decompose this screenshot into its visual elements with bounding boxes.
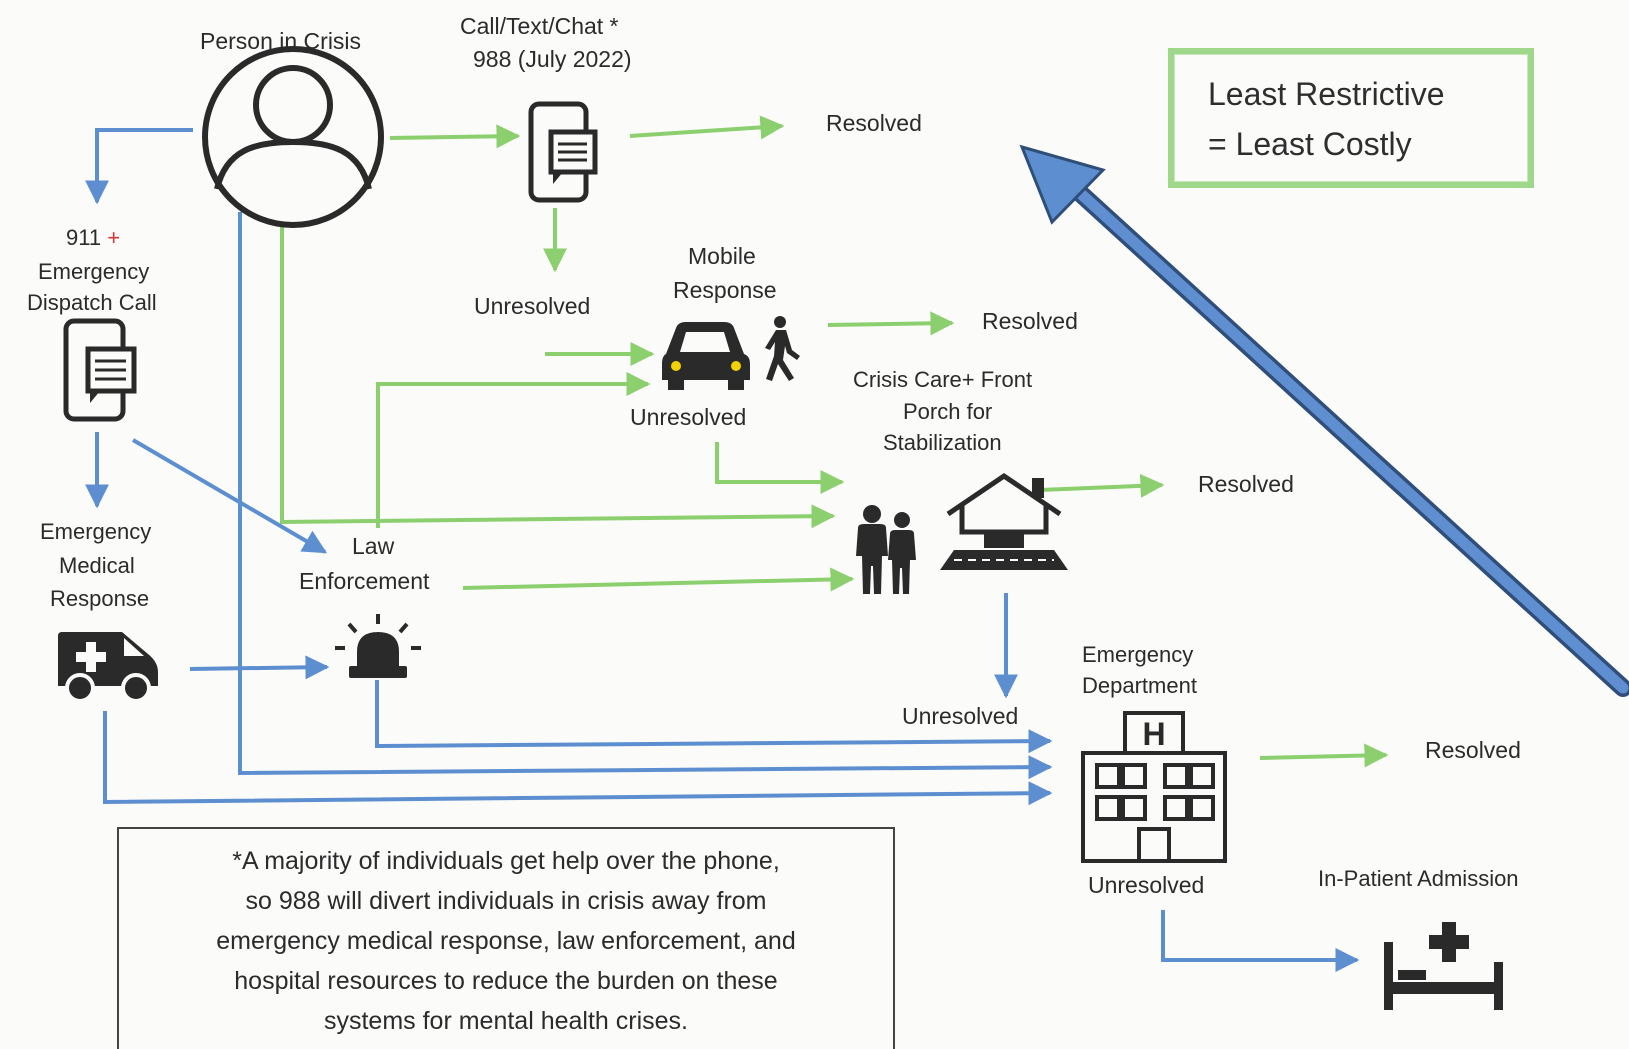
footnote-box: *A majority of individuals get help over… — [117, 827, 895, 1049]
red-plus-icon: + — [107, 225, 121, 250]
arrow-ed-to-resolved — [1259, 743, 1389, 768]
least-restrictive-callout: Least Restrictive = Least Costly — [1168, 48, 1534, 188]
unresolved-label: Unresolved — [902, 703, 1019, 729]
resolved-label: Resolved — [1198, 471, 1294, 497]
dispatch-911-label: 911 + — [66, 225, 121, 250]
arrow-law-to-mobile — [376, 372, 651, 528]
mobile-response-label-1: Mobile — [688, 243, 756, 269]
car-icon — [662, 322, 750, 390]
ambulance-icon — [58, 632, 158, 703]
resolved-label: Resolved — [982, 308, 1078, 334]
siren-icon — [335, 614, 421, 678]
footnote-line-5: systems for mental health crises. — [323, 1007, 688, 1035]
crisis-care-label-3: Stabilization — [883, 430, 1002, 455]
ed-label-1: Emergency — [1082, 642, 1194, 667]
arrow-911-to-law — [131, 438, 328, 554]
law-enforcement-label-1: Law — [352, 533, 395, 559]
arrow-siren-to-ed — [375, 680, 1053, 754]
phone-chat-icon — [63, 318, 137, 422]
law-enforcement-label-2: Enforcement — [299, 568, 430, 594]
hospital-bed-icon — [1384, 922, 1503, 1010]
callout-line-1: Least Restrictive — [1208, 76, 1445, 112]
resolved-label: Resolved — [826, 110, 922, 136]
resolved-label: Resolved — [1425, 737, 1521, 763]
arrow-law-to-crisis — [462, 567, 855, 592]
person-circle-icon — [202, 46, 384, 228]
dispatch-label-2: Emergency — [38, 259, 150, 284]
green-paths — [280, 115, 1389, 768]
inpatient-admission-label: In-Patient Admission — [1318, 866, 1519, 891]
callout-line-2: = Least Costly — [1208, 126, 1412, 162]
arrow-crisis-to-resolved — [1039, 473, 1165, 498]
unresolved-label: Unresolved — [474, 293, 591, 319]
call-text-chat-label: Call/Text/Chat * — [460, 13, 619, 39]
people-icon — [856, 505, 916, 594]
dispatch-label-3: Dispatch Call — [27, 290, 157, 315]
ems-label-2: Medical — [59, 553, 135, 578]
unresolved-label: Unresolved — [1088, 872, 1205, 898]
blue-paths — [85, 128, 1360, 972]
hospital-icon: H — [1081, 711, 1227, 863]
crisis-care-label-1: Crisis Care+ Front — [853, 367, 1033, 392]
arrow-ems-to-ed — [103, 711, 1053, 806]
arrow-ems-to-siren — [189, 655, 330, 680]
walking-person-icon — [765, 316, 800, 381]
house-porch-icon — [940, 472, 1068, 570]
arrow-person-to-911 — [85, 128, 193, 205]
arrow-988-to-resolved — [629, 115, 785, 140]
footnote-line-1: *A majority of individuals get help over… — [232, 847, 780, 875]
arrow-person-to-crisis — [280, 222, 836, 529]
ems-label-1: Emergency — [40, 519, 152, 544]
svg-text:H: H — [1142, 716, 1165, 752]
footnote-line-2: so 988 will divert individuals in crisis… — [245, 887, 767, 915]
arrow-person-to-ed — [238, 212, 1053, 780]
footnote-line-4: hospital resources to reduce the burden … — [234, 967, 778, 995]
arrow-unresolved-to-crisis — [715, 442, 845, 494]
arrow-ed-to-inpatient — [1161, 910, 1360, 972]
person-in-crisis-label: Person in Crisis — [200, 28, 362, 54]
crisis-care-label-2: Porch for — [903, 399, 993, 424]
988-july-label: 988 (July 2022) — [473, 46, 632, 72]
arrow-person-to-988 — [389, 124, 521, 149]
mobile-response-label-2: Response — [673, 277, 777, 303]
unresolved-label: Unresolved — [630, 404, 747, 430]
arrow-mobile-to-resolved — [827, 311, 955, 336]
ed-label-2: Department — [1082, 673, 1197, 698]
footnote-line-3: emergency medical response, law enforcem… — [216, 927, 796, 955]
phone-chat-icon — [528, 101, 598, 203]
ems-label-3: Response — [50, 586, 150, 611]
least-restrictive-arrow — [1019, 144, 1629, 697]
